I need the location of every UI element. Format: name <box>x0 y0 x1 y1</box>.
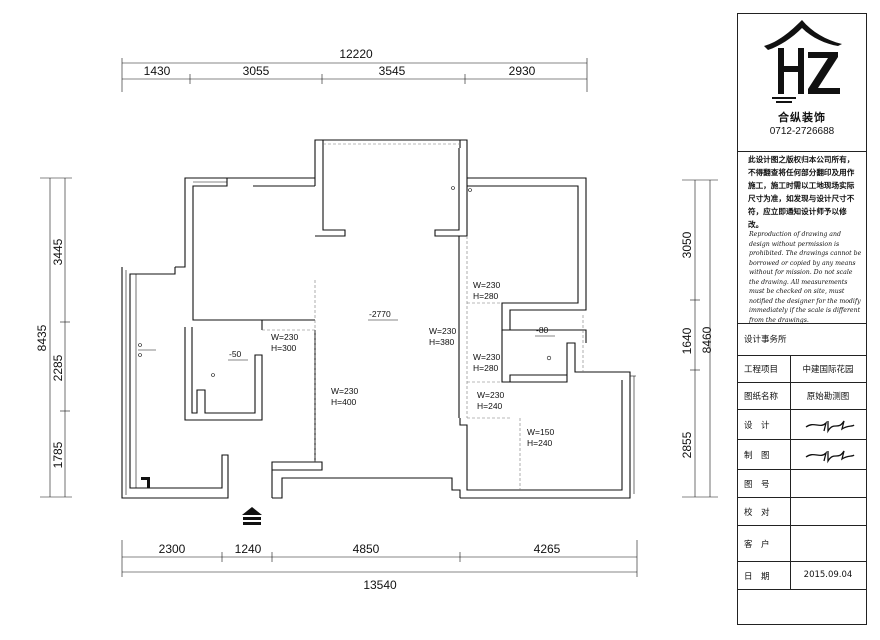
label-w230-h240-h: H=240 <box>477 401 503 411</box>
bottom-dimension: 2300 1240 4850 4265 13540 <box>121 540 638 592</box>
row-drawing-name-key: 图纸名称 <box>744 392 779 402</box>
top-dim-2: 3055 <box>243 64 270 78</box>
level-main: -2770 <box>369 309 391 319</box>
top-dim-1: 1430 <box>144 64 171 78</box>
bottom-total-dim: 13540 <box>363 578 397 592</box>
label-w150-h240-w: W=150 <box>527 427 554 437</box>
row-project-value: 中建国际花园 <box>802 365 854 375</box>
room-labels: W=230 H=300 W=230 H=400 W=230 H=380 W=23… <box>228 280 555 448</box>
label-w230-h280-a-w: W=230 <box>473 280 500 290</box>
row-design: 设 计 <box>738 409 866 440</box>
row-project: 工程项目 中建国际花园 <box>738 355 866 383</box>
label-w230-h240-w: W=230 <box>477 390 504 400</box>
title-block: 合纵装饰 0712-2726688 此设计图之版权归本公司所有，不得翻查将任何部… <box>737 13 867 625</box>
row-check: 校 对 <box>738 497 866 526</box>
right-dim-2: 1640 <box>680 327 694 354</box>
label-w230-h300-h: H=300 <box>271 343 297 353</box>
hz-logo-icon <box>764 20 842 103</box>
right-total-dim: 8460 <box>700 326 714 353</box>
bottom-dim-2: 1240 <box>235 542 262 556</box>
company-logo: 合纵装饰 0712-2726688 <box>738 14 866 152</box>
design-office-label: 设计事务所 <box>744 335 787 345</box>
top-dimension: 12220 1430 3055 3545 2930 <box>121 47 588 92</box>
left-dim-3: 1785 <box>51 441 65 468</box>
left-total-dim: 8435 <box>35 324 49 351</box>
entrance-arrow-icon <box>242 507 262 525</box>
design-office-row: 设计事务所 <box>738 323 866 356</box>
label-w230-h280-b-w: W=230 <box>473 352 500 362</box>
designer-signature <box>805 420 855 434</box>
notice-english: Reproduction of drawing and design witho… <box>749 231 862 324</box>
row-number: 图 号 <box>738 469 866 498</box>
top-dim-3: 3545 <box>379 64 406 78</box>
top-dim-4: 2930 <box>509 64 536 78</box>
bottom-dim-4: 4265 <box>534 542 561 556</box>
row-drafting: 制 图 <box>738 439 866 470</box>
label-w150-h240-h: H=240 <box>527 438 553 448</box>
row-project-key: 工程项目 <box>744 365 779 375</box>
label-w230-h380-w: W=230 <box>429 326 456 336</box>
label-w230-h400-h: H=400 <box>331 397 357 407</box>
label-w230-h280-a-h: H=280 <box>473 291 499 301</box>
level-right: -80 <box>536 325 549 335</box>
walls <box>121 139 636 499</box>
notice-chinese: 此设计图之版权归本公司所有，不得翻查将任何部分翻印及用作施工，施工时需以工地现场… <box>748 155 855 229</box>
right-dim-1: 3050 <box>680 231 694 258</box>
label-w230-h280-b-h: H=280 <box>473 363 499 373</box>
row-number-key: 图 号 <box>744 480 770 490</box>
right-dim-3: 2855 <box>680 431 694 458</box>
company-name: 合纵装饰 <box>778 111 826 124</box>
row-date-key: 日 期 <box>744 572 770 582</box>
left-dimension: 8435 3445 2285 1785 <box>35 177 72 498</box>
row-drafting-key: 制 图 <box>744 451 770 461</box>
row-design-key: 设 计 <box>744 421 770 431</box>
level-left: -50 <box>229 349 242 359</box>
row-date-value: 2015.09.04 <box>803 570 853 580</box>
row-check-key: 校 对 <box>744 508 770 518</box>
right-dimension: 3050 1640 2855 8460 <box>680 179 718 498</box>
row-client: 客 户 <box>738 525 866 562</box>
fixtures <box>138 186 552 488</box>
row-drawing-name: 图纸名称 原始勘测图 <box>738 382 866 410</box>
left-dim-1: 3445 <box>51 238 65 265</box>
bottom-dim-3: 4850 <box>353 542 380 556</box>
corner-mark-icon <box>141 477 150 488</box>
bottom-dim-1: 2300 <box>159 542 186 556</box>
floor-plan: 12220 1430 3055 3545 2930 2300 1240 4850… <box>35 47 718 592</box>
label-w230-h380-h: H=380 <box>429 337 455 347</box>
drafter-signature <box>805 450 855 464</box>
label-w230-h300-w: W=230 <box>271 332 298 342</box>
company-phone: 0712-2726688 <box>769 126 835 137</box>
row-date: 日 期 2015.09.04 <box>738 561 866 590</box>
left-dim-2: 2285 <box>51 354 65 381</box>
top-total-dim: 12220 <box>339 47 373 61</box>
label-w230-h400-w: W=230 <box>331 386 358 396</box>
row-client-key: 客 户 <box>744 540 770 550</box>
row-drawing-name-value: 原始勘测图 <box>806 392 850 402</box>
